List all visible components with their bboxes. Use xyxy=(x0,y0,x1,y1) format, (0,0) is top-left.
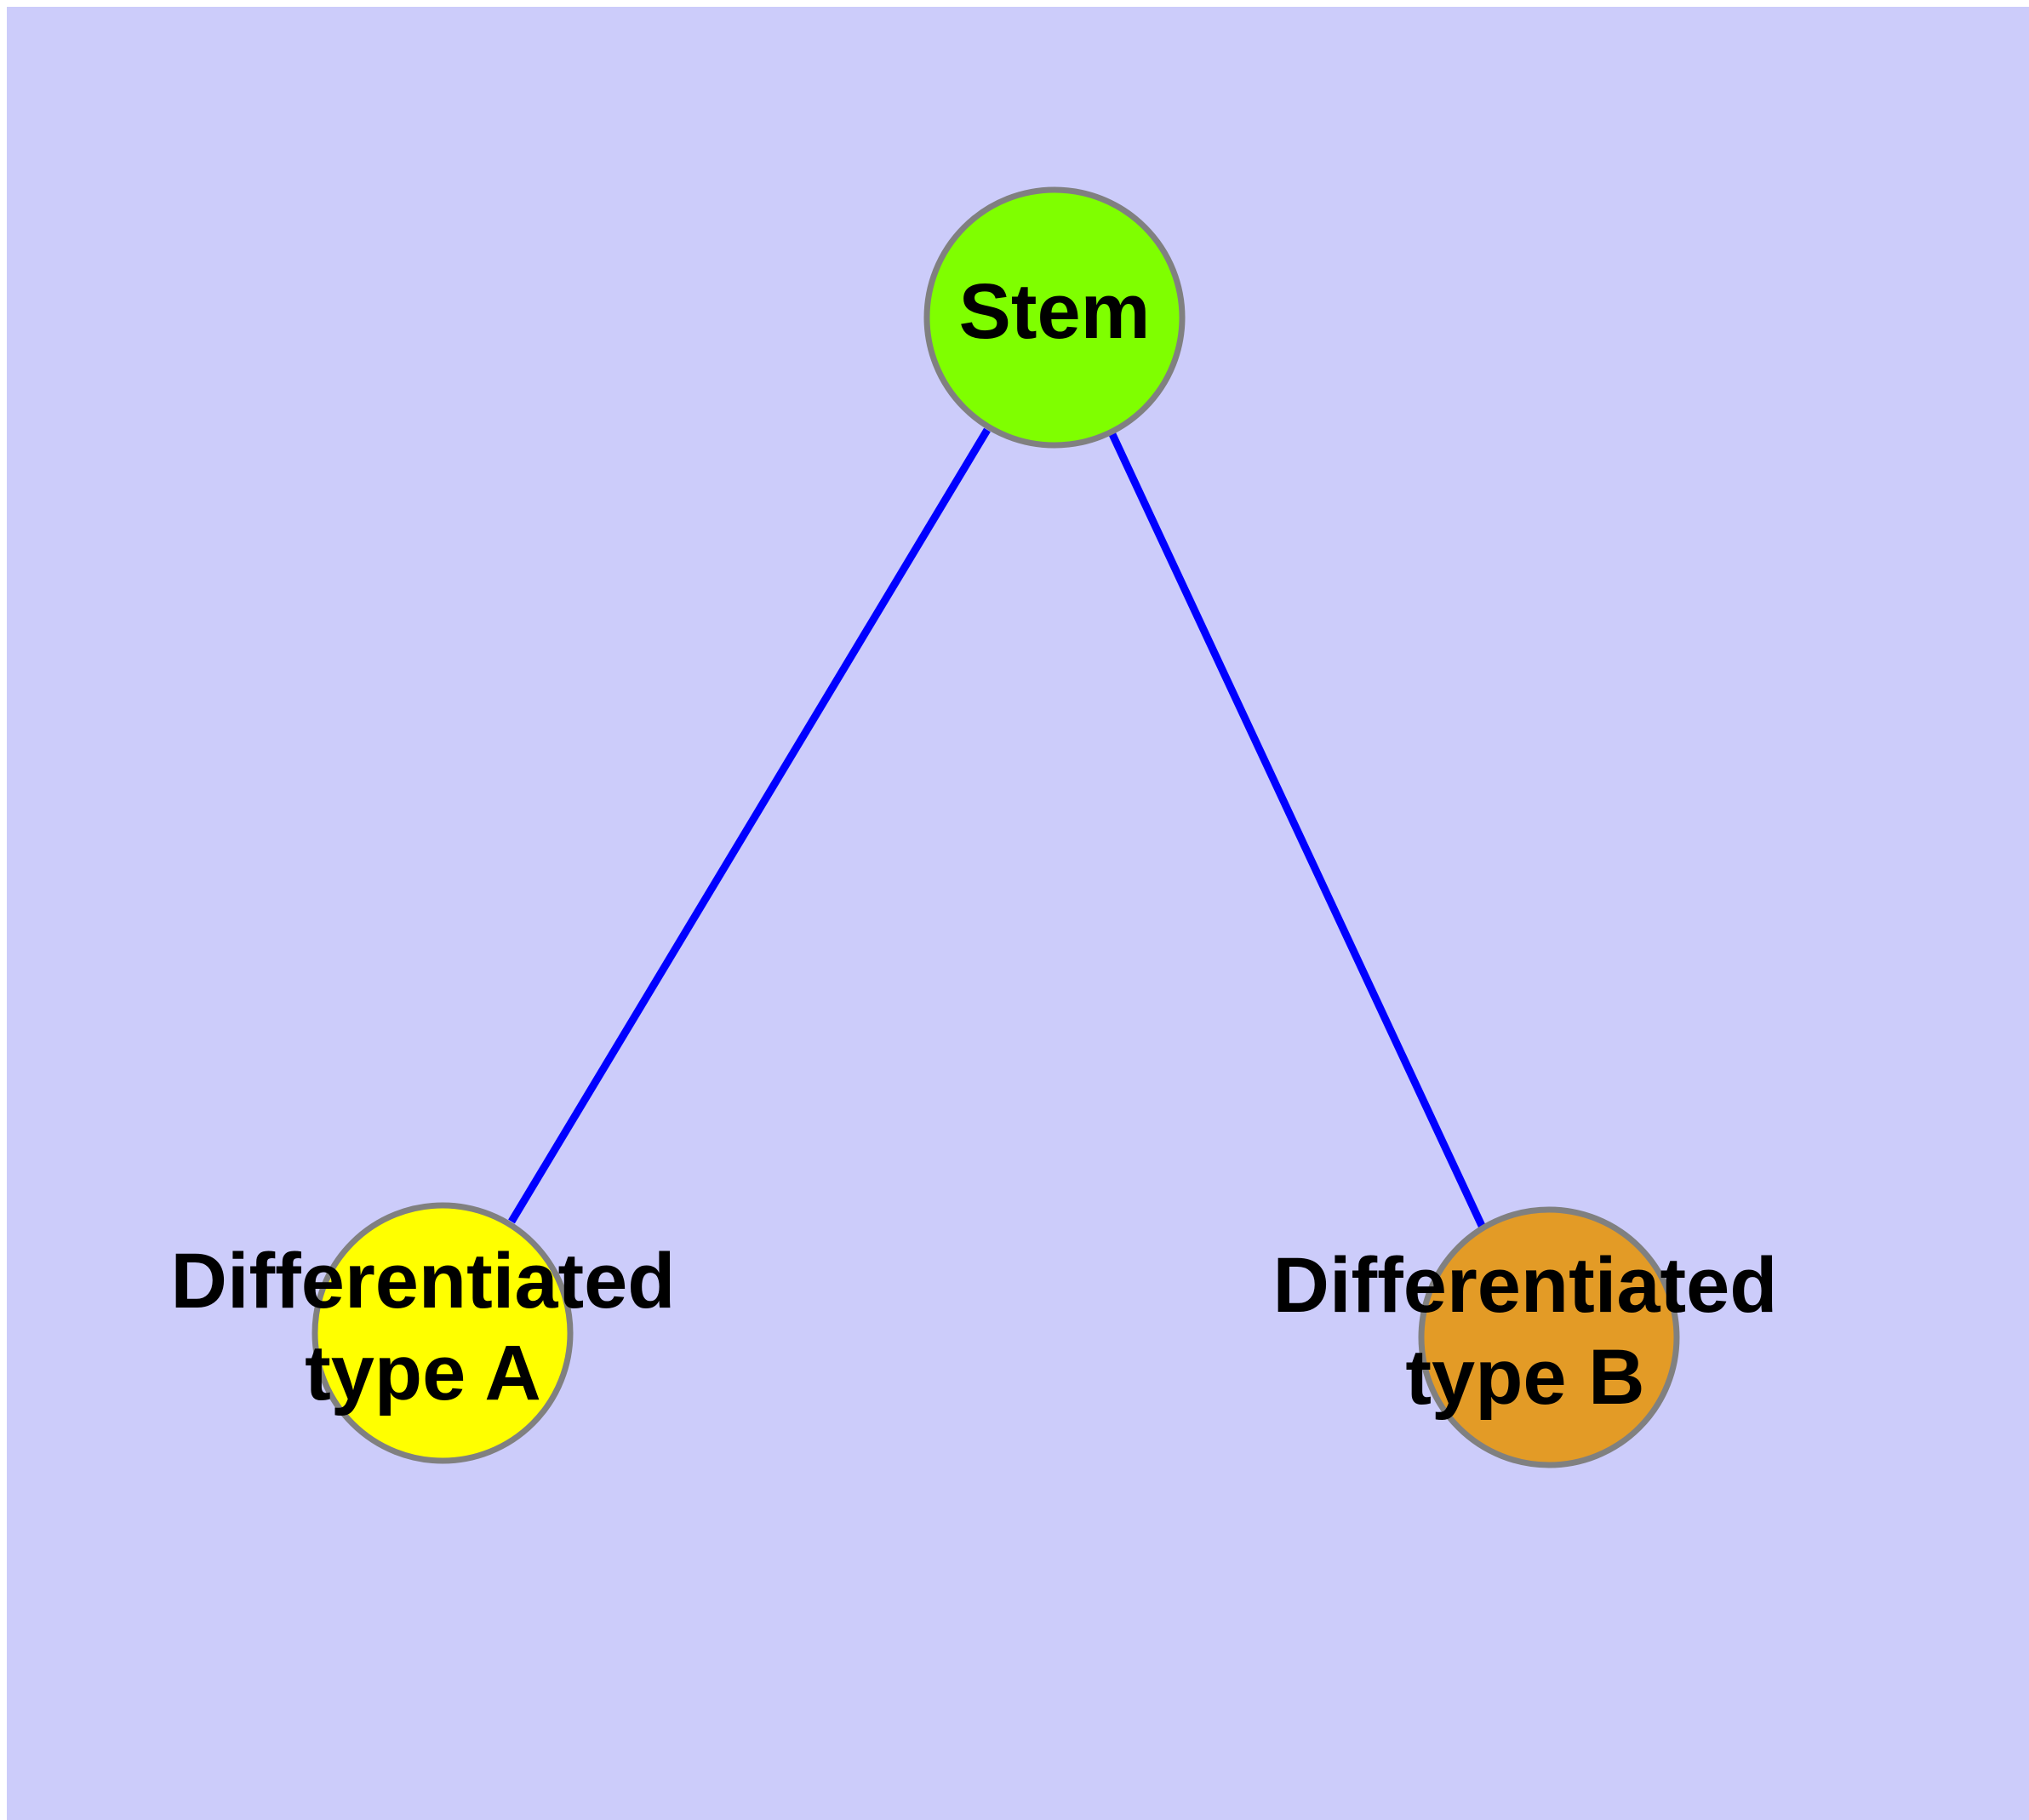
node-differentiated-type-a[interactable] xyxy=(311,1202,574,1464)
node-label-stem: Stem xyxy=(959,268,1151,355)
edge-stem-to-differentiated-type-a[interactable] xyxy=(508,427,991,1224)
edges-layer xyxy=(508,427,1487,1229)
node-label-line: Differentiated xyxy=(171,1238,676,1325)
node-label-line: type A xyxy=(305,1330,541,1417)
node-label-line: Stem xyxy=(959,268,1151,355)
node-stem[interactable] xyxy=(923,186,1186,449)
node-label-line: type B xyxy=(1405,1334,1644,1421)
nodes-layer xyxy=(311,186,1680,1468)
edge-stem-to-differentiated-type-b[interactable] xyxy=(1107,431,1487,1229)
node-label-line: Differentiated xyxy=(1273,1242,1778,1329)
node-differentiated-type-b[interactable] xyxy=(1418,1206,1680,1468)
